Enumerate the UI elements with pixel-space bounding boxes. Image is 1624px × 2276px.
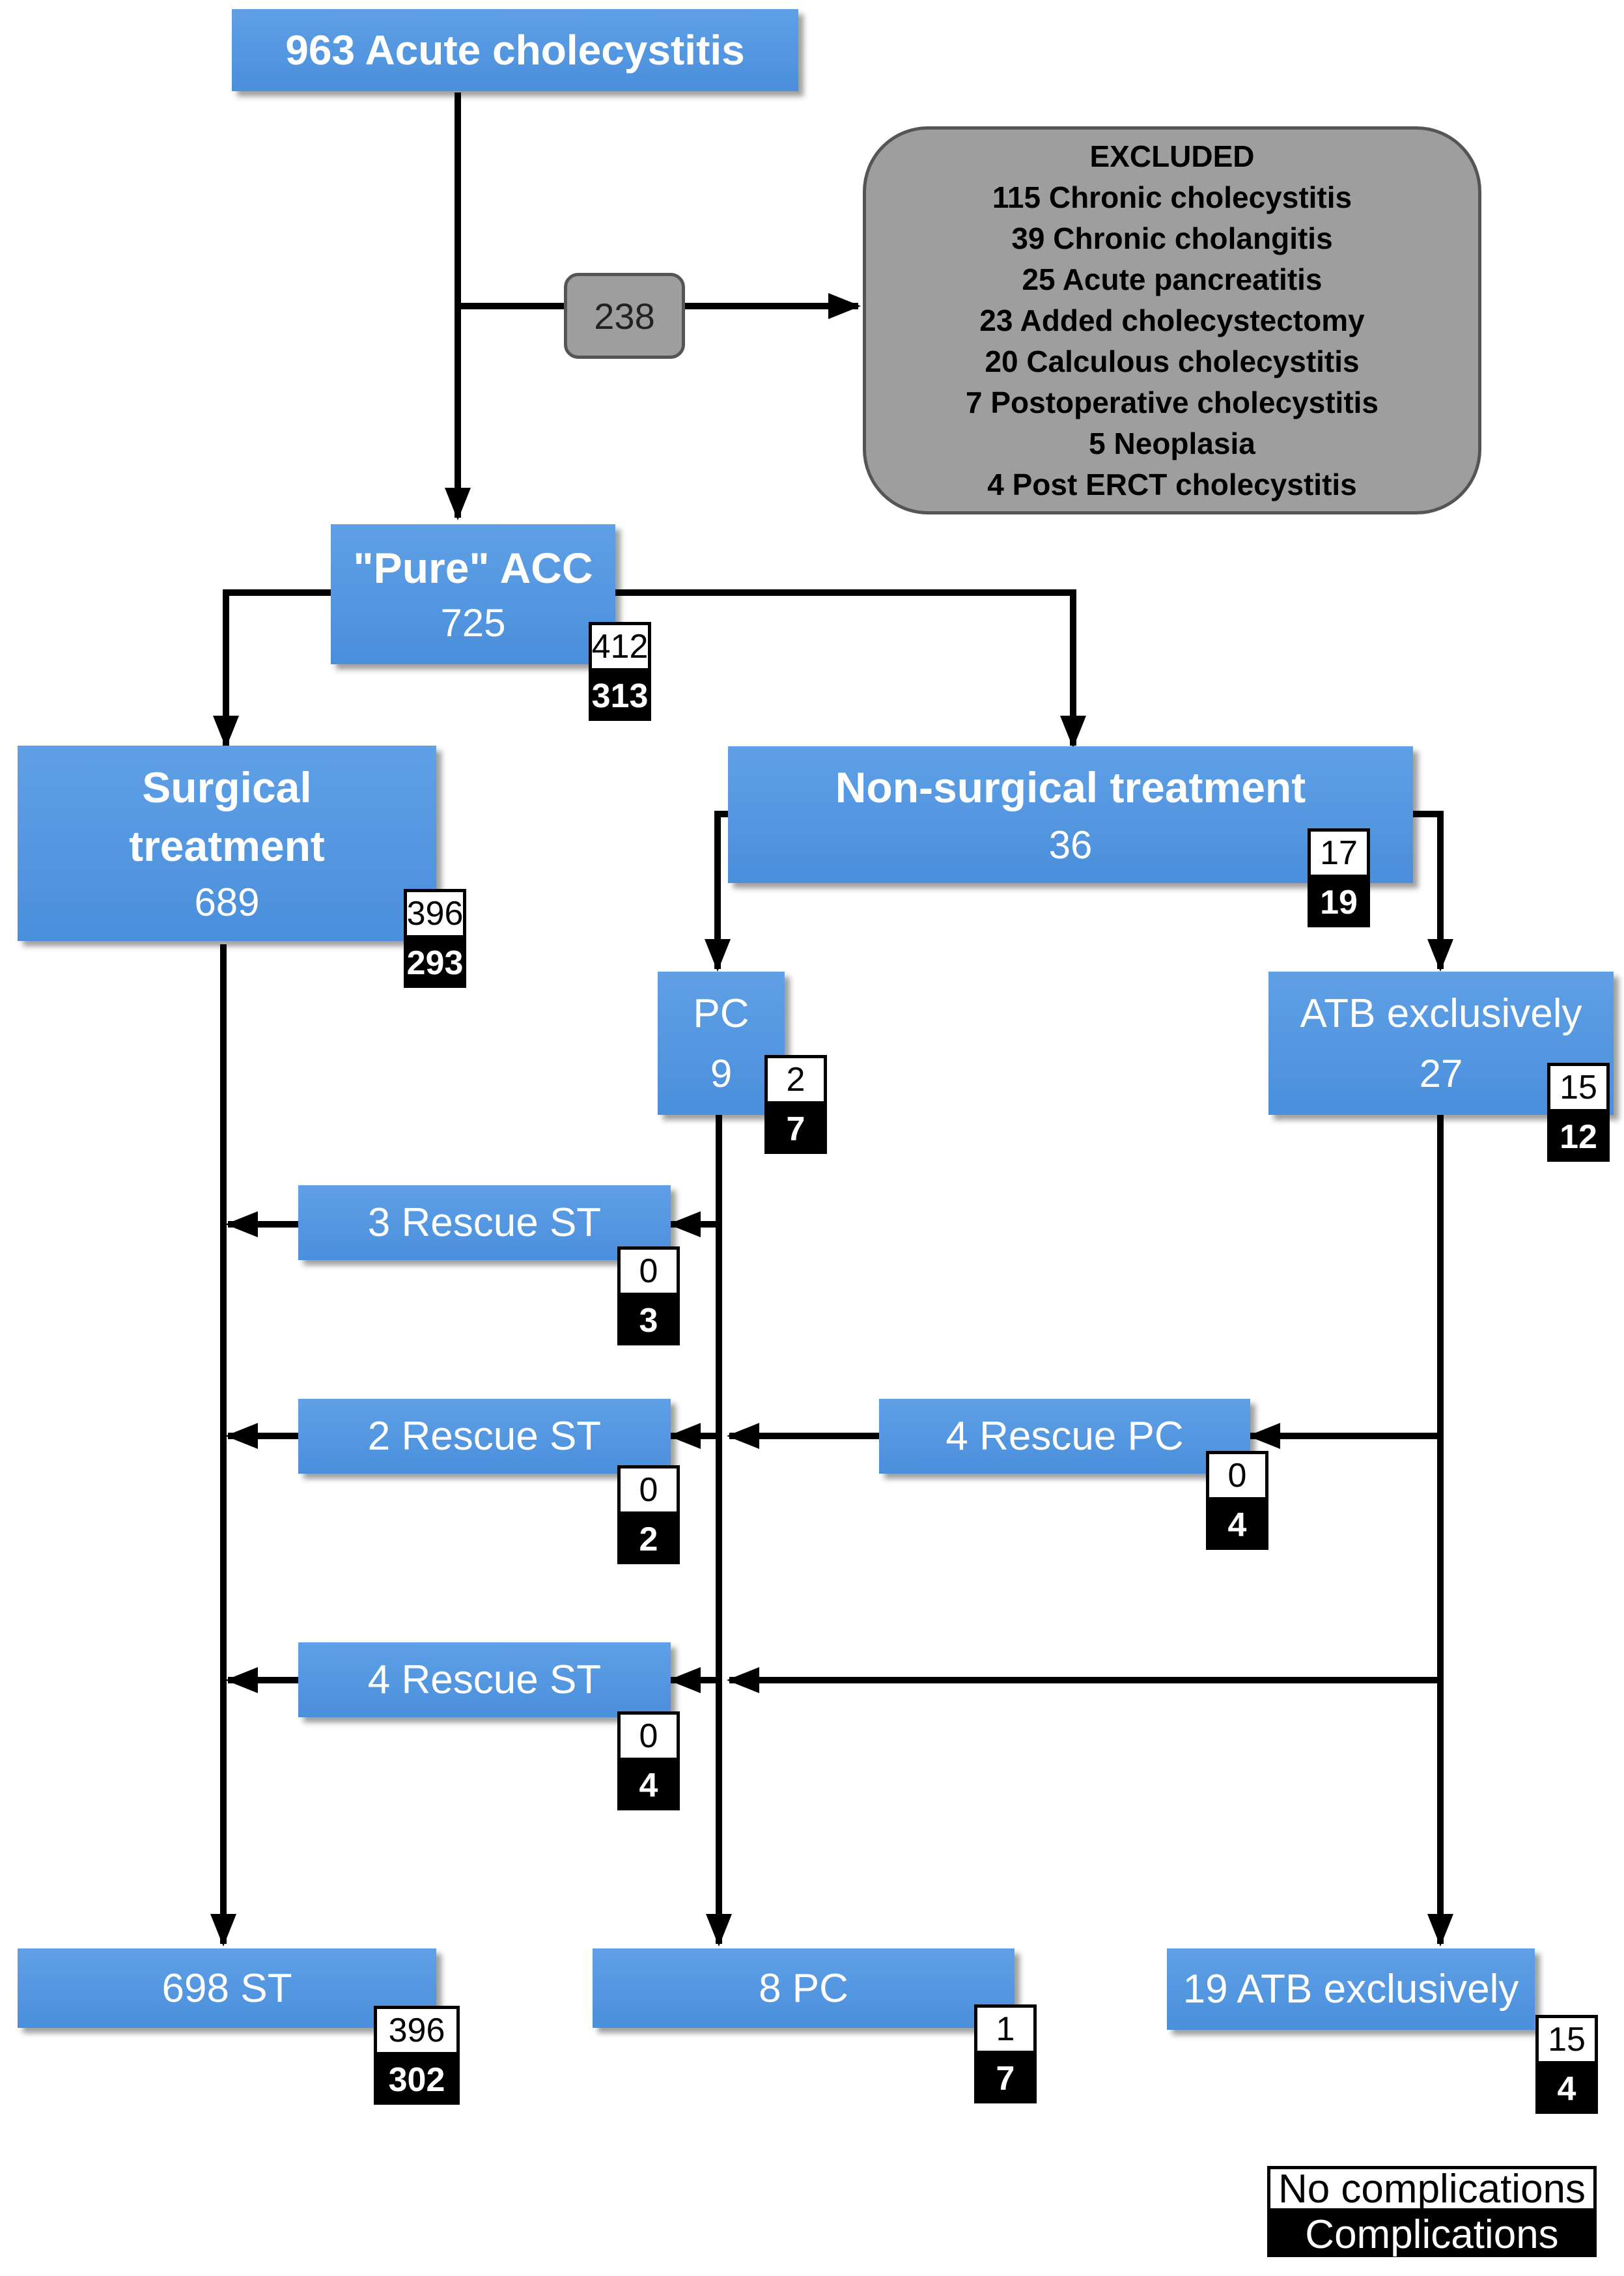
- excluded-item: 20 Calculous cholecystitis: [985, 344, 1360, 378]
- no-complications-count: 0: [617, 1246, 680, 1296]
- complications-count: 12: [1547, 1112, 1610, 1162]
- connector-nonsurgical-to-pc: [705, 811, 731, 972]
- surgical-label-line2: treatment: [129, 821, 325, 870]
- connector-pure-to-surgical: [213, 589, 331, 749]
- pc-label: PC: [693, 991, 749, 1036]
- no-complications-count: 0: [617, 1711, 680, 1761]
- atb-count: 27: [1419, 1052, 1463, 1095]
- rescue-pc-box: 4 Rescue PC: [879, 1399, 1250, 1474]
- rescue-st-label: 2 Rescue ST: [367, 1414, 602, 1459]
- no-complications-count: 412: [589, 622, 651, 671]
- rescue-pc-outcome-pair: 0 4: [1206, 1451, 1268, 1550]
- nonsurgical-label: Non-surgical treatment: [835, 763, 1306, 811]
- excluded-item: 23 Added cholecystectomy: [979, 303, 1365, 337]
- final-pc-outcome-pair: 1 7: [974, 2004, 1037, 2103]
- complications-count: 19: [1308, 878, 1370, 927]
- excluded-item: 5 Neoplasia: [1089, 426, 1255, 460]
- no-complications-count: 396: [404, 889, 466, 938]
- total-acute-cholecystitis-box: 963 Acute cholecystitis: [232, 9, 798, 91]
- nonsurgical-count: 36: [1048, 822, 1093, 867]
- pure-acc-label: "Pure" ACC: [353, 544, 593, 592]
- rescue-pc-label: 4 Rescue PC: [945, 1414, 1184, 1459]
- complications-count: 4: [617, 1761, 680, 1810]
- complications-count: 7: [764, 1104, 827, 1154]
- atb-exclusively-box: ATB exclusively 27: [1268, 972, 1614, 1115]
- no-complications-count: 15: [1547, 1063, 1610, 1112]
- final-atb-box: 19 ATB exclusively: [1167, 1948, 1535, 2030]
- pure-acc-count: 725: [440, 601, 506, 645]
- final-st-outcome-pair: 396 302: [374, 2006, 460, 2105]
- rescue-st-box-3: 4 Rescue ST: [298, 1642, 671, 1717]
- legend: No complications Complications: [1267, 2166, 1597, 2257]
- excluded-count: 238: [594, 295, 655, 337]
- final-pc-box: 8 PC: [593, 1948, 1015, 2028]
- no-complications-count: 17: [1308, 828, 1370, 878]
- excluded-item: 115 Chronic cholecystitis: [992, 180, 1352, 214]
- complications-count: 302: [374, 2055, 460, 2105]
- rescue3-outcome-pair: 0 4: [617, 1711, 680, 1810]
- pc-box: PC 9: [658, 972, 785, 1115]
- rescue-st-label: 4 Rescue ST: [367, 1657, 602, 1702]
- complications-count: 4: [1206, 1500, 1268, 1550]
- no-complications-count: 2: [764, 1055, 827, 1104]
- pc-outcome-pair: 2 7: [764, 1055, 827, 1154]
- complications-count: 3: [617, 1296, 680, 1345]
- nonsurgical-treatment-box: Non-surgical treatment 36: [728, 746, 1413, 883]
- complications-count: 7: [974, 2054, 1037, 2103]
- rescue1-outcome-pair: 0 3: [617, 1246, 680, 1345]
- excluded-title: EXCLUDED: [1089, 139, 1255, 173]
- pure-acc-outcome-pair: 412 313: [589, 622, 651, 721]
- rescue-st-label: 3 Rescue ST: [367, 1200, 602, 1245]
- legend-no-complications: No complications: [1267, 2166, 1597, 2212]
- excluded-item: 7 Postoperative cholecystitis: [965, 385, 1379, 419]
- excluded-box: EXCLUDED 115 Chronic cholecystitis 39 Ch…: [863, 126, 1481, 514]
- final-pc-label: 8 PC: [759, 1965, 848, 2011]
- excluded-item: 39 Chronic cholangitis: [1011, 221, 1333, 255]
- atb-label: ATB exclusively: [1300, 991, 1582, 1036]
- excluded-item: 4 Post ERCT cholecystitis: [987, 467, 1357, 501]
- final-st-label: 698 ST: [161, 1965, 292, 2011]
- atb-outcome-pair: 15 12: [1547, 1063, 1610, 1162]
- excluded-count-box: 238: [564, 273, 685, 359]
- complications-count: 313: [589, 671, 651, 721]
- connector-nonsurgical-to-atb: [1413, 811, 1453, 972]
- complications-count: 293: [404, 938, 466, 988]
- surgical-label-line1: Surgical: [142, 763, 312, 811]
- pc-count: 9: [710, 1052, 733, 1095]
- complications-count: 2: [617, 1515, 680, 1564]
- final-atb-outcome-pair: 15 4: [1535, 2015, 1598, 2114]
- legend-complications: Complications: [1267, 2212, 1597, 2257]
- surgical-count: 689: [194, 880, 260, 924]
- final-atb-label: 19 ATB exclusively: [1183, 1967, 1519, 2012]
- connector-pure-to-nonsurgical: [615, 589, 1086, 749]
- excluded-item: 25 Acute pancreatitis: [1022, 262, 1323, 296]
- rescue-st-box-1: 3 Rescue ST: [298, 1185, 671, 1260]
- total-label: 963 Acute cholecystitis: [285, 27, 745, 74]
- no-complications-count: 0: [1206, 1451, 1268, 1500]
- pure-acc-box: "Pure" ACC 725: [331, 524, 615, 664]
- no-complications-count: 15: [1535, 2015, 1598, 2064]
- no-complications-count: 1: [974, 2004, 1037, 2054]
- surgical-outcome-pair: 396 293: [404, 889, 466, 988]
- no-complications-count: 396: [374, 2006, 460, 2055]
- nonsurgical-outcome-pair: 17 19: [1308, 828, 1370, 927]
- rescue2-outcome-pair: 0 2: [617, 1465, 680, 1564]
- no-complications-count: 0: [617, 1465, 680, 1515]
- final-st-box: 698 ST: [18, 1948, 436, 2028]
- rescue-st-box-2: 2 Rescue ST: [298, 1399, 671, 1474]
- surgical-treatment-box: Surgical treatment 689: [18, 746, 436, 941]
- complications-count: 4: [1535, 2064, 1598, 2114]
